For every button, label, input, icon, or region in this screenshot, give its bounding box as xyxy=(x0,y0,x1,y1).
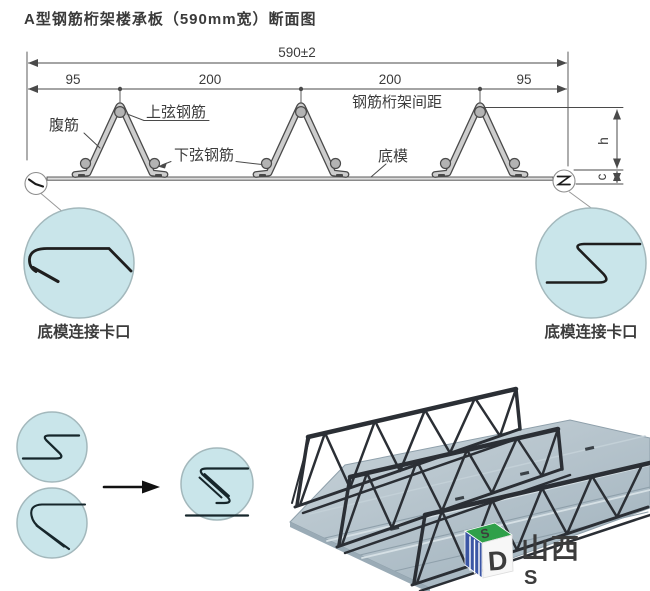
logo-letter-s: S xyxy=(479,525,491,542)
dimension-value: 200 xyxy=(199,72,222,87)
dimension-value: 95 xyxy=(516,72,531,87)
dimension-value-c: c xyxy=(594,173,609,180)
label-truss-spacing: 钢筋桁架间距 xyxy=(352,94,442,111)
connection-illustration xyxy=(16,411,254,559)
arrow-head xyxy=(142,480,160,494)
truss-3d-2 xyxy=(335,426,572,555)
joined-profile-inner xyxy=(203,473,230,497)
detail-right: 底模连接卡口 xyxy=(535,207,647,341)
detail-circle-hook xyxy=(16,487,88,559)
deck-slot xyxy=(519,470,530,476)
top-chord-bar xyxy=(347,426,561,480)
end-post xyxy=(556,427,564,471)
end-post xyxy=(337,475,352,547)
bottom-chord-bar xyxy=(410,505,650,587)
logo-right-face xyxy=(481,534,514,579)
truss-1 xyxy=(71,102,169,178)
bottom-chord-bar xyxy=(293,427,522,509)
detail-left-caption: 底模连接卡口 xyxy=(37,322,130,341)
leader-line xyxy=(235,161,263,165)
deck-rib-line xyxy=(359,486,650,556)
watermark-logo: S D xyxy=(464,522,514,579)
z-profile-icon xyxy=(555,175,573,186)
clinch-point xyxy=(259,174,266,177)
edge-callout-right xyxy=(552,169,597,212)
dimension-value: 590±2 xyxy=(278,45,315,60)
deck-slot xyxy=(454,495,465,501)
web-zigzag xyxy=(298,387,518,507)
arrow-right-icon xyxy=(102,480,160,494)
cross-section: 590±2 95 200 200 95 xyxy=(23,45,647,341)
leader-line xyxy=(83,132,101,149)
label-bottom-chord: 下弦钢筋 xyxy=(174,147,234,164)
part-labels: 腹筋 上弦钢筋 下弦钢筋 钢筋桁架间距 底模 xyxy=(49,94,442,178)
logo-letter-d: D xyxy=(487,545,509,576)
bottom-chord-rebar xyxy=(508,157,521,170)
dimension-value: 95 xyxy=(65,72,80,87)
label-top-chord: 上弦钢筋 xyxy=(146,104,206,121)
leader-line xyxy=(126,113,145,121)
truss-3d-1 xyxy=(291,386,530,515)
bottom-chord-rebar xyxy=(260,157,273,170)
deck-rib-highlight xyxy=(361,489,650,559)
clinch-point xyxy=(336,174,343,177)
bottom-chord-rebar xyxy=(148,157,161,170)
z-profile-icon xyxy=(21,434,81,460)
deck-slot xyxy=(584,445,595,451)
clinch-point xyxy=(155,174,162,177)
dimension-value: 200 xyxy=(379,72,402,87)
top-chord-bar xyxy=(305,386,519,440)
hook-profile-fold xyxy=(35,524,66,548)
top-chord-bar xyxy=(422,460,650,518)
z-profile-icon xyxy=(545,242,642,284)
dimension-overall-width: 590±2 xyxy=(26,45,569,167)
dimension-row: 95 200 200 95 xyxy=(28,72,567,103)
top-chord-rebar xyxy=(113,105,127,118)
edge-callout-left xyxy=(24,171,65,214)
clinch-point xyxy=(438,174,445,177)
bottom-chord-rebar xyxy=(439,157,452,170)
clinch-point xyxy=(515,174,522,177)
end-brace xyxy=(291,435,311,504)
leader-arrow xyxy=(157,162,167,169)
bottom-chord-bar xyxy=(301,433,530,515)
joined-profile-inner xyxy=(198,476,223,499)
detail-circle xyxy=(23,207,135,319)
joined-profile-outer xyxy=(199,467,250,505)
truss-2 xyxy=(252,102,350,178)
bottom-chord-rebar xyxy=(329,157,342,170)
bottom-chord-bar xyxy=(418,513,650,591)
logo-left-face xyxy=(464,530,483,579)
label-web-rebar: 腹筋 xyxy=(49,117,79,134)
top-chord-rebar xyxy=(294,105,308,118)
watermark-subtext: S xyxy=(524,567,537,589)
top-chord-rebar xyxy=(473,105,487,118)
hook-profile-icon xyxy=(27,178,45,188)
page-title: A型钢筋桁架楼承板（590mm宽）断面图 xyxy=(24,11,317,28)
truss-3d-3 xyxy=(410,460,650,591)
web-zigzag xyxy=(340,427,560,547)
detail-left: 底模连接卡口 xyxy=(23,207,135,341)
label-bottom-form: 底模 xyxy=(378,148,408,165)
leader-line xyxy=(370,163,387,178)
watermark-text: 山西 xyxy=(521,533,581,564)
leader-line xyxy=(40,193,65,214)
detail-right-caption: 底模连接卡口 xyxy=(544,322,637,341)
truss-3 xyxy=(431,102,529,178)
bottom-form-deck xyxy=(46,176,554,181)
bottom-chord-rebar xyxy=(79,157,92,170)
clinch-point xyxy=(78,174,85,177)
end-post xyxy=(514,387,522,431)
end-post xyxy=(412,513,427,585)
deck-front-edge xyxy=(290,522,430,591)
deck-3d-render: S D 山西 S xyxy=(289,386,650,591)
dimension-heights: h c xyxy=(481,107,624,185)
hook-profile-flick xyxy=(31,265,60,284)
dimension-value-h: h xyxy=(596,137,611,145)
